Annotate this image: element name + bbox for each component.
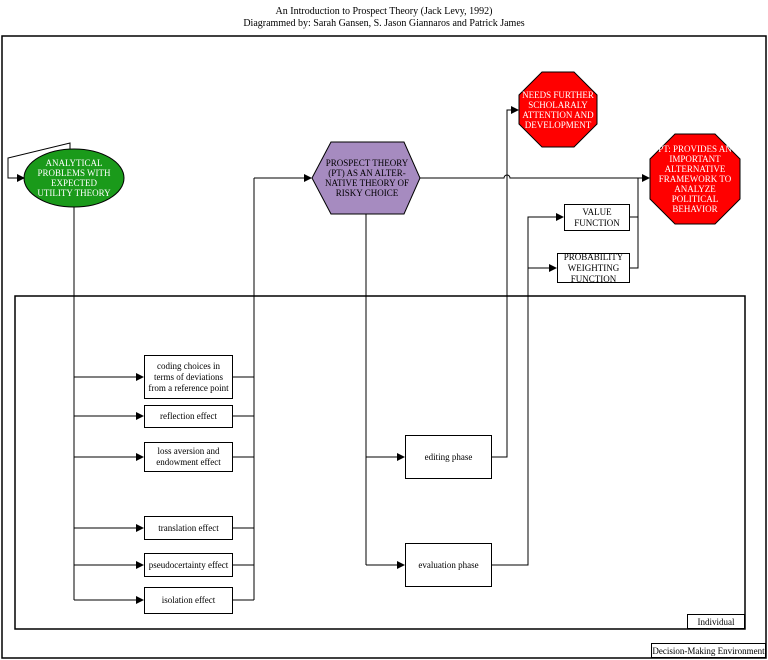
editing-phase-box[interactable]: editing phase — [405, 435, 492, 479]
editing-to-further — [492, 106, 519, 458]
evaluation-up — [492, 213, 564, 566]
prospect-to-framework — [420, 174, 650, 182]
value-to-framework — [630, 178, 639, 218]
reflection-box[interactable]: reflection effect — [144, 405, 233, 428]
individual-frame — [14, 295, 746, 630]
prospect-hexagon[interactable] — [311, 141, 421, 215]
further-octagon[interactable] — [518, 71, 598, 148]
title-line: An Introduction to Prospect Theory (Jack… — [275, 6, 493, 17]
coding-box[interactable]: coding choices in terms of deviations fr… — [144, 355, 233, 399]
loss-aversion-box[interactable]: loss aversion and endowment effect — [144, 442, 233, 472]
analytical-label: ANALYTICAL PROBLEMS WITH EXPECTED UTILIT… — [37, 158, 111, 198]
self-loop — [7, 142, 71, 182]
individual-label: Individual — [687, 614, 745, 629]
pseudocertainty-box[interactable]: pseudocertainty effect — [144, 553, 233, 577]
evaluation-phase-box[interactable]: evaluation phase — [405, 543, 492, 587]
prospect-label: PROSPECT THEORY (PT) AS AN ALTER-NATIVE … — [324, 158, 409, 198]
framework-label: PT: PROVIDES AN IMPORTANT ALTERNATIVE FR… — [658, 144, 732, 214]
translation-box[interactable]: translation effect — [144, 516, 233, 540]
probability-weighting-box[interactable]: PROBABILITY WEIGHTING FUNCTION — [557, 252, 630, 284]
diagram-title: An Introduction to Prospect Theory (Jack… — [0, 6, 768, 30]
authors-line: Diagrammed by: Sarah Gansen, S. Jason Gi… — [243, 18, 525, 29]
environment-label: Decision-Making Environment — [651, 643, 766, 658]
further-label: NEEDS FURTHER SCHOLARALY ATTENTION AND D… — [522, 90, 594, 130]
isolation-box[interactable]: isolation effect — [144, 587, 233, 614]
probability-to-framework — [630, 217, 639, 269]
environment-frame — [1, 35, 767, 659]
value-function-box[interactable]: VALUE FUNCTION — [564, 204, 630, 231]
framework-octagon[interactable] — [649, 133, 741, 225]
